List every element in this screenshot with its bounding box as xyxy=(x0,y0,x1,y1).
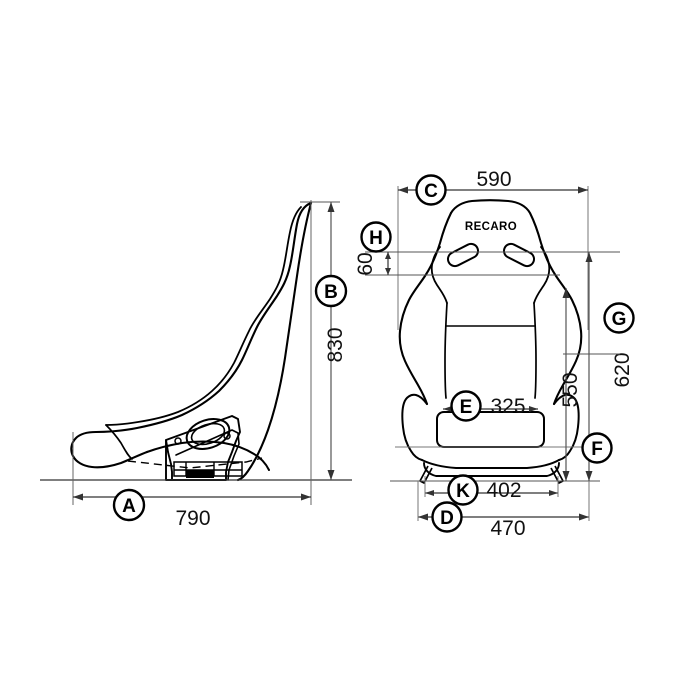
side-mount-bracket-arm xyxy=(165,439,173,481)
side-harness-cutout-outer xyxy=(185,418,231,450)
dimension-d-arrow-right xyxy=(579,513,589,521)
recaro-logo: RECARO xyxy=(465,221,517,233)
dimension-b-value: 830 xyxy=(324,327,347,362)
balloon-f-label: F xyxy=(591,439,603,460)
side-bolster-lower-curve xyxy=(105,424,133,460)
dimension-d-value: 470 xyxy=(490,517,525,540)
front-center-panel-right xyxy=(533,302,537,399)
balloon-e-label: E xyxy=(460,397,473,418)
dimension-c-arrow-right xyxy=(578,186,588,194)
dimension-c-arrow-left xyxy=(398,186,408,194)
dimension-a-arrow-left xyxy=(73,493,83,501)
dimension-d-group: D 470 xyxy=(417,481,590,540)
dimension-h-arrow-bottom xyxy=(385,268,391,275)
front-view: RECARO C 590 xyxy=(354,168,635,540)
balloon-h-circle xyxy=(360,221,392,253)
front-lower-bolster-left xyxy=(401,393,428,461)
dimension-a-arrow-right xyxy=(301,493,311,501)
dimension-e-group: E 325 xyxy=(443,390,538,422)
dimension-e-value: 325 xyxy=(490,395,525,418)
dimension-k-arrow-left xyxy=(425,490,434,496)
dimension-c-value: 590 xyxy=(476,168,511,191)
front-backrest-outer-left xyxy=(398,211,453,406)
side-backrest-rear-edge xyxy=(236,201,313,482)
dimension-a-value: 790 xyxy=(175,507,210,530)
side-seat-outer-shell xyxy=(70,201,313,469)
front-base-shell xyxy=(423,462,560,477)
front-harness-slot-left xyxy=(446,242,480,268)
balloon-c-label: C xyxy=(424,181,438,202)
side-slider-rail-fill xyxy=(186,470,214,478)
front-cushion-skirt xyxy=(421,459,560,469)
dimension-h-value: 60 xyxy=(354,252,377,275)
dimension-h-group: H 60 xyxy=(354,221,620,276)
side-view: A 790 B 830 xyxy=(40,200,352,530)
dimension-h-arrow-top xyxy=(385,252,391,259)
side-harness-cutout-inner xyxy=(190,422,226,446)
dimension-d-arrow-left xyxy=(418,513,428,521)
balloon-a-circle xyxy=(112,488,146,522)
dimension-f-arrow-top xyxy=(562,288,570,298)
recaro-logo-text: RECARO xyxy=(465,221,517,233)
dimension-e-arrow-right xyxy=(529,406,538,412)
balloon-e-circle xyxy=(450,390,482,422)
balloon-c-circle xyxy=(415,174,447,206)
balloon-k-label: K xyxy=(456,481,470,502)
dimension-g-arrow-bottom xyxy=(585,471,593,481)
dimension-k-group: K 402 xyxy=(424,474,559,506)
front-harness-slot-right xyxy=(502,242,536,268)
dimension-c-group: C 590 xyxy=(398,168,588,206)
balloon-k-circle xyxy=(447,474,479,506)
dimension-f-value: 550 xyxy=(559,372,582,407)
balloon-b-circle xyxy=(314,274,348,308)
balloon-d-circle xyxy=(431,501,463,533)
dimension-b-arrow-bottom xyxy=(327,470,335,480)
balloon-a-label: A xyxy=(122,496,136,517)
dimension-g-value: 620 xyxy=(611,352,634,387)
dimension-f-group: F 550 xyxy=(559,288,620,481)
dimension-k-value: 402 xyxy=(486,479,521,502)
balloon-g-circle xyxy=(603,302,635,334)
dimension-f-arrow-bottom xyxy=(562,471,570,481)
balloon-f-circle xyxy=(581,432,613,464)
front-lower-bolster-right xyxy=(553,393,580,461)
balloon-g-label: G xyxy=(612,309,627,330)
dimension-k-arrow-right xyxy=(549,490,558,496)
balloon-d-label: D xyxy=(440,508,454,529)
front-backrest-outer xyxy=(449,199,583,406)
dimension-g-group: G 620 xyxy=(585,252,635,481)
dimension-b-arrow-top xyxy=(327,202,335,212)
side-bracket-bolt-hole-front xyxy=(174,437,182,445)
side-slider-rail-dashed xyxy=(127,457,263,469)
dimension-a-group: A 790 xyxy=(73,488,311,530)
side-seat-inner-contour xyxy=(105,206,302,426)
front-mount-leg-right xyxy=(550,465,564,484)
front-mount-leg-left xyxy=(419,465,433,484)
dimension-e-arrow-left xyxy=(443,406,452,412)
dimension-g-arrow-top xyxy=(585,252,593,262)
front-center-panel-left xyxy=(444,302,448,399)
balloon-b-label: B xyxy=(324,282,338,303)
dimension-b-group: B 830 xyxy=(300,201,348,480)
balloon-h-label: H xyxy=(369,228,383,249)
side-bracket-bolt-hole-rear xyxy=(223,432,231,440)
